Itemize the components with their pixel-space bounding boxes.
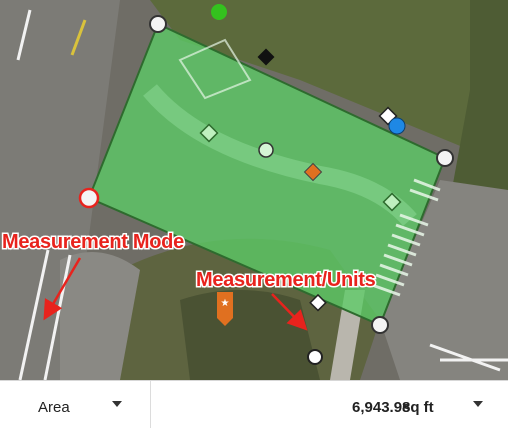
- vertex-handle-top[interactable]: [149, 15, 167, 33]
- measurement-bar: Area 6,943.98 sq ft: [0, 380, 508, 428]
- diamond-marker-icon-1[interactable]: [199, 123, 219, 143]
- crosswalk-stripes: [371, 178, 441, 297]
- white-circle-marker-icon[interactable]: [307, 349, 323, 365]
- midpoint-handle[interactable]: [258, 142, 274, 158]
- green-marker-icon[interactable]: [211, 4, 227, 20]
- road-left: [0, 0, 120, 380]
- road-line-1: [16, 9, 32, 61]
- measurement-units-label: sq ft: [402, 399, 434, 416]
- vertex-handle-left-active[interactable]: [78, 187, 100, 209]
- road-line-3: [18, 249, 50, 380]
- chevron-down-icon: [112, 401, 122, 407]
- arrow-to-units: [271, 293, 308, 331]
- arrow-to-mode: [43, 257, 82, 321]
- measurement-units-dropdown[interactable]: sq ft: [400, 381, 508, 428]
- annotation-measurement-units: Measurement/Units: [196, 269, 376, 291]
- chevron-down-icon: [473, 401, 483, 407]
- diamond-marker-icon-2[interactable]: [382, 192, 402, 212]
- pin-star-icon: ★: [221, 298, 230, 309]
- road-curve: [60, 252, 140, 380]
- location-pin-icon[interactable]: [217, 292, 233, 326]
- blue-marker-icon[interactable]: [388, 117, 406, 135]
- vertex-handle-bottom[interactable]: [371, 316, 389, 334]
- field-marking: [178, 38, 252, 100]
- white-diamond-icon-2[interactable]: [309, 293, 327, 312]
- road-right: [380, 180, 508, 380]
- map-view[interactable]: ★ Measurement Mode Measurement/Units: [0, 0, 508, 380]
- grass-area-right: [450, 0, 508, 220]
- measurement-mode-dropdown[interactable]: Area: [0, 381, 150, 428]
- orange-diamond-icon[interactable]: [303, 162, 323, 182]
- measurement-mode-label: Area: [38, 399, 70, 416]
- divider: [150, 381, 151, 428]
- measurement-value: 6,943.98: [352, 399, 411, 416]
- annotation-measurement-mode: Measurement Mode: [2, 231, 184, 253]
- grass-area-top: [150, 0, 508, 150]
- road-line-5: [429, 343, 501, 372]
- trees-bottom: [180, 290, 320, 380]
- road-line-2: [70, 19, 87, 56]
- vertex-handle-right[interactable]: [436, 149, 454, 167]
